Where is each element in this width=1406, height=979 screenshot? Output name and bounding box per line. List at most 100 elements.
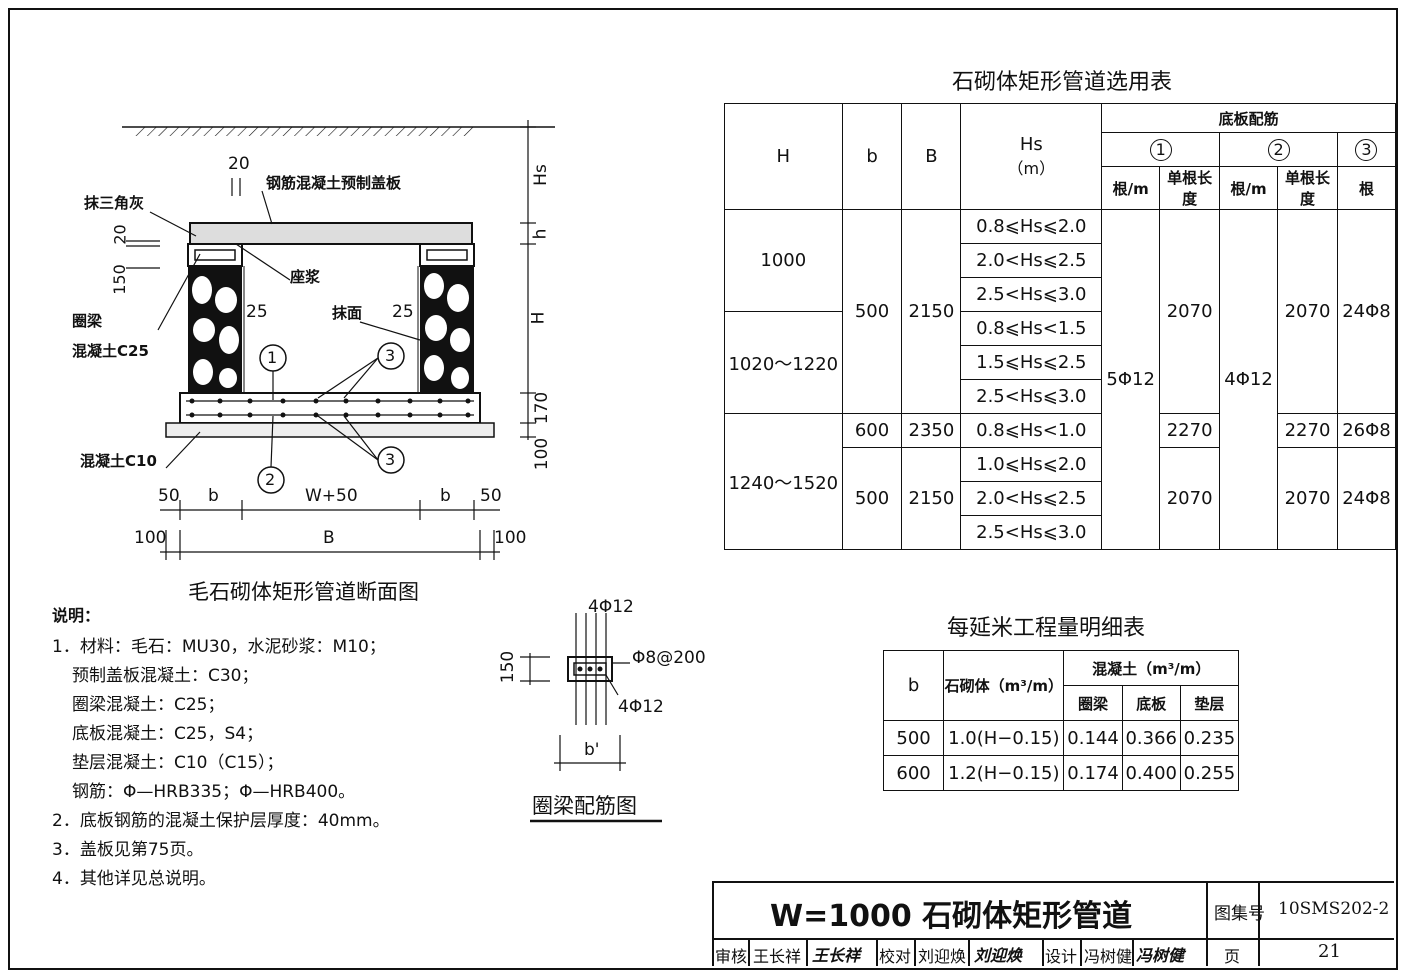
- qty-cell: 1.2(H−0.15): [943, 755, 1065, 791]
- header-c3: 3: [1336, 132, 1397, 167]
- dim-170: 170: [532, 391, 553, 425]
- qty-cell: 1.0(H−0.15): [943, 720, 1065, 756]
- qty-header-concrete: 混凝土（m³/m）: [1063, 650, 1239, 686]
- designer-name: 冯树健: [1084, 947, 1133, 966]
- dim-h-small: h: [530, 228, 551, 240]
- qty-header-ring-beam: 圈梁: [1063, 685, 1123, 721]
- qty-cell: 0.255: [1179, 755, 1240, 791]
- bottom-dim-2: W+50: [305, 486, 358, 506]
- reviewer-signature: 王长祥: [812, 946, 861, 965]
- atlas-label: 图集号: [1214, 904, 1265, 924]
- hs-range-9: 2.5<Hs⩽3.0: [960, 515, 1103, 550]
- bottom-dim-1: b: [208, 486, 219, 506]
- cushion-layer: [165, 422, 495, 438]
- header-c1: 1: [1101, 132, 1221, 167]
- circle-3-top-label: 3: [385, 346, 396, 365]
- header-count-3: 根: [1336, 166, 1397, 210]
- qty-cell: 0.235: [1179, 720, 1240, 756]
- plaster-label: 抹面: [332, 304, 363, 322]
- quantity-table: b 石砌体（m³/m） 混凝土（m³/m） 圈梁 底板 垫层 500 1.0(H…: [882, 650, 1240, 791]
- hs-range-8: 2.0<Hs⩽2.5: [960, 481, 1103, 516]
- hs-range-2: 2.5<Hs⩽3.0: [960, 277, 1103, 312]
- cushion-concrete-label: 混凝土C10: [80, 452, 157, 470]
- header-b: b: [841, 103, 903, 210]
- qty-cell: 0.366: [1121, 720, 1181, 756]
- qty-cell: 500: [882, 720, 945, 756]
- header-c2: 2: [1219, 132, 1338, 167]
- circle-3-bottom-label: 3: [385, 450, 396, 469]
- ring-height: 150: [498, 650, 519, 684]
- review-label: 审核: [715, 947, 748, 966]
- selection-table: H b B Hs（m） 底板配筋 1 2 3 根/m 单根长度 根/m 单根长度…: [724, 103, 1397, 550]
- header-len-2: 单根长度: [1277, 166, 1338, 210]
- dim-100-right: 100: [532, 437, 553, 471]
- rebar2-len-2: 2070: [1277, 447, 1338, 550]
- design-label: 设计: [1045, 947, 1078, 966]
- base-slab: [179, 392, 481, 424]
- dim-h-big: H: [528, 311, 549, 325]
- header-bottom-rebar: 底板配筋: [1101, 103, 1396, 133]
- section-title: 毛石砌体矩形管道断面图: [188, 580, 419, 604]
- h-group-0: 1000: [724, 209, 843, 312]
- fillet-label: 抹三角灰: [84, 194, 145, 212]
- qty-header-base-slab: 底板: [1121, 685, 1181, 721]
- title-block: W=1000 石砌体矩形管道 图集号 10SMS202-2 审核 王长祥 王长祥…: [712, 881, 1394, 966]
- ring-beam-left: [187, 243, 243, 267]
- h-group-2: 1240～1520: [724, 413, 843, 550]
- header-hs-text: Hs: [1019, 134, 1043, 155]
- rebar1-len-1: 2270: [1159, 413, 1221, 448]
- header-h: H: [724, 103, 843, 210]
- dim-150-left: 150: [109, 264, 129, 295]
- bedding-mortar-label: 座浆: [290, 268, 321, 286]
- bottom-dim-0: 50: [158, 486, 180, 506]
- cover-slab: [189, 222, 473, 245]
- ring-beam-title: 圈梁配筋图: [532, 794, 637, 818]
- note-line-5: 垫层混凝土：C10（C15）；: [72, 753, 284, 773]
- bottom-dim-4: 50: [480, 486, 502, 506]
- drawing-frame: [8, 8, 1398, 970]
- hs-range-3: 0.8⩽Hs<1.5: [960, 311, 1103, 346]
- notes-heading: 说明：: [52, 606, 101, 625]
- checker-name: 刘迎焕: [918, 947, 967, 966]
- note-line-8: 3．盖板见第75页。: [52, 840, 204, 860]
- circle-c1: 1: [1149, 138, 1172, 161]
- ring-beam-right: [419, 243, 475, 267]
- rebar2-len-1: 2270: [1277, 413, 1338, 448]
- designer-signature: 冯树健: [1136, 946, 1185, 965]
- header-per-m-2: 根/m: [1219, 166, 1279, 210]
- note-line-9: 4．其他详见总说明。: [52, 869, 216, 889]
- qty-header-cushion: 垫层: [1179, 685, 1240, 721]
- hs-range-6: 0.8⩽Hs<1.0: [960, 413, 1103, 448]
- masonry-wall-right: [420, 266, 474, 393]
- qty-cell: 0.174: [1063, 755, 1123, 791]
- ring-width: b': [584, 740, 600, 760]
- atlas-number: 10SMS202-2: [1278, 899, 1390, 919]
- ring-stirrup: Φ8@200: [632, 648, 706, 668]
- circle-c3: 3: [1355, 138, 1378, 161]
- drawing-title: W=1000 石砌体矩形管道: [770, 899, 1133, 934]
- circle-c2: 2: [1267, 138, 1290, 161]
- hs-range-5: 2.5<Hs⩽3.0: [960, 379, 1103, 414]
- h-group-1: 1020～1220: [724, 311, 843, 414]
- check-label: 校对: [879, 947, 912, 966]
- table-row: 500 1.0(H−0.15) 0.144 0.366 0.235: [882, 720, 1240, 756]
- rebar1-len-2: 2070: [1159, 447, 1221, 550]
- rebar1-len-0: 2070: [1159, 209, 1221, 414]
- b-value-2: 500: [841, 447, 903, 550]
- dim-25-left: 25: [246, 302, 268, 322]
- header-hs-unit: （m）: [1007, 159, 1056, 178]
- hs-range-1: 2.0<Hs⩽2.5: [960, 243, 1103, 278]
- rebar1-per-m: 5Φ12: [1101, 209, 1161, 550]
- hs-range-7: 1.0⩽Hs⩽2.0: [960, 447, 1103, 482]
- header-len-1: 单根长度: [1159, 166, 1221, 210]
- notes: 说明： 1．材料：毛石：MU30，水泥砂浆：M10； 预制盖板混凝土：C30； …: [52, 602, 492, 892]
- ring-beam-concrete-label: 混凝土C25: [72, 342, 149, 360]
- dim-b-total: B: [323, 528, 335, 548]
- dim-25-right: 25: [392, 302, 414, 322]
- quantity-table-title: 每延米工程量明细表: [947, 616, 1146, 641]
- note-line-6: 钢筋：Φ—HRB335；Φ—HRB400。: [72, 782, 356, 802]
- header-hs: Hs （m）: [960, 103, 1103, 210]
- masonry-wall-left: [188, 266, 242, 393]
- circle-1-label: 1: [267, 348, 278, 367]
- ring-top-bar: 4Φ12: [588, 597, 634, 617]
